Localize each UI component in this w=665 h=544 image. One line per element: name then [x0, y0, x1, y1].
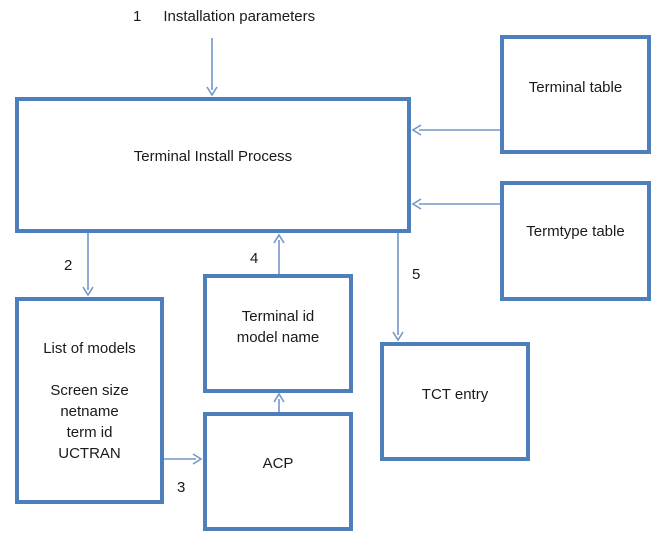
box-label: ACP — [262, 454, 294, 472]
installation-parameters-label: Installation parameters — [163, 8, 316, 25]
step-number-4: 4 — [250, 250, 259, 267]
arrow-terminal-table-left-icon — [411, 124, 500, 136]
box-label-line: model name — [236, 328, 320, 346]
box-label-line: term id — [66, 424, 113, 441]
box-label-line: netname — [60, 403, 119, 420]
step-number-5: 5 — [412, 266, 421, 283]
arrow-step2-down-icon — [82, 233, 94, 297]
box-termtype-table: Termtype table — [500, 181, 651, 301]
box-label: Termtype table — [526, 222, 625, 240]
arrow-step1-down-icon — [206, 38, 218, 97]
step-number-3: 3 — [177, 479, 186, 496]
box-label-line: UCTRAN — [58, 445, 121, 462]
box-label-line: Screen size — [50, 382, 129, 399]
box-label: Terminal table — [528, 78, 623, 96]
step-number-1: 1 — [133, 8, 142, 25]
top-label: 1 Installation parameters — [133, 8, 315, 26]
box-terminal-install-process: Terminal Install Process — [15, 97, 411, 233]
box-list-of-models: List of models Screen size netname term … — [15, 297, 164, 504]
box-acp: ACP — [203, 412, 353, 531]
box-label-title: List of models — [43, 340, 136, 357]
arrow-acp-up-icon — [273, 392, 285, 412]
box-terminal-id-model-name: Terminal id model name — [203, 274, 353, 393]
arrow-step4-up-icon — [273, 233, 285, 274]
box-label-line: Terminal id — [241, 307, 315, 325]
box-terminal-table: Terminal table — [500, 35, 651, 154]
box-tct-entry: TCT entry — [380, 342, 530, 461]
step-number-2: 2 — [64, 257, 73, 274]
box-label: TCT entry — [421, 385, 489, 403]
box-label: Terminal Install Process — [133, 147, 293, 165]
arrow-step5-down-icon — [392, 233, 404, 342]
arrow-termtype-table-left-icon — [411, 198, 500, 210]
arrow-step3-right-icon — [164, 453, 203, 465]
